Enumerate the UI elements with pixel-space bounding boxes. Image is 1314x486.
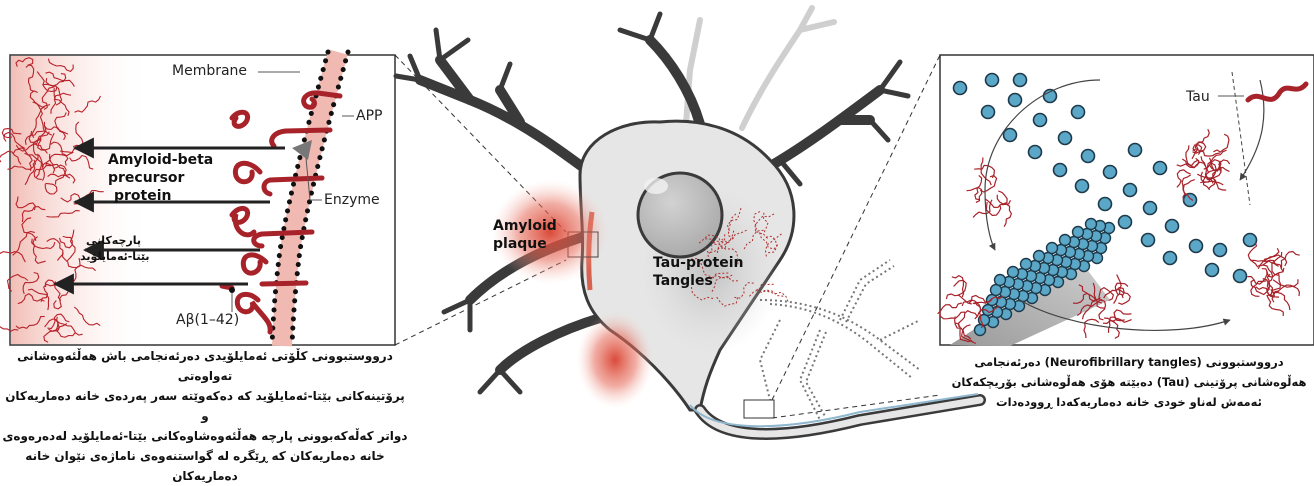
amyloid-plaque-blob-lower — [577, 312, 653, 408]
right-inset-panel — [938, 55, 1314, 346]
right-caption-line: ئەمەش لەناو خودی خانە دەماریەکەدا ڕوودەد… — [944, 392, 1314, 412]
tau-tangles-line-2: Tangles — [653, 273, 713, 289]
precursor-line-2: precursor — [108, 170, 184, 186]
left-caption: درووستبوونی کڵۆتی ئەمایلۆیدی دەرئەنجامی … — [0, 346, 410, 486]
precursor-line-1: Amyloid-beta — [108, 152, 213, 168]
abeta-label: Aβ(1–42) — [176, 312, 239, 328]
right-caption-line: درووستبوونی (Neurofibrillary tangles) دە… — [944, 352, 1314, 372]
left-caption-line: خانە دەماریەکان کە ڕێگرە لە گواستنەوەی ن… — [0, 446, 410, 466]
left-caption-line: پرۆتینەکانی بێتا-ئەمایلۆید کە دەکەوێتە س… — [0, 386, 410, 426]
tau-tangles-line-1: Tau-protein — [653, 255, 743, 271]
fragments-line-1: پارچەکانی — [86, 234, 141, 247]
enzyme-label: Enzyme — [324, 192, 380, 208]
amyloid-plaque-line-1: Amyloid — [493, 218, 557, 234]
membrane-label: Membrane — [172, 63, 247, 79]
amyloid-plaque-line-2: plaque — [493, 236, 547, 252]
left-caption-line: دەماریەکان — [0, 466, 410, 486]
left-caption-line: دواتر کەڵەکەبوونی پارچە هەڵئەوەشاوەکانی … — [0, 426, 410, 446]
fragments-line-2: بێتا-ئەمایلۆید — [80, 250, 150, 263]
right-caption-line: هەڵوەشانی پرۆتینی (Tau) دەبێتە هۆی هەڵوە… — [944, 372, 1314, 392]
app-label: APP — [356, 108, 382, 124]
neuron — [396, 8, 980, 434]
precursor-line-3: protein — [114, 188, 172, 204]
right-caption: درووستبوونی (Neurofibrillary tangles) دە… — [944, 352, 1314, 412]
tau-label: Tau — [1186, 89, 1210, 105]
left-caption-line: درووستبوونی کڵۆتی ئەمایلۆیدی دەرئەنجامی … — [0, 346, 410, 386]
alzheimer-diagram: Membrane APP Enzyme Aβ(1–42) Amyloid-bet… — [0, 0, 1314, 462]
